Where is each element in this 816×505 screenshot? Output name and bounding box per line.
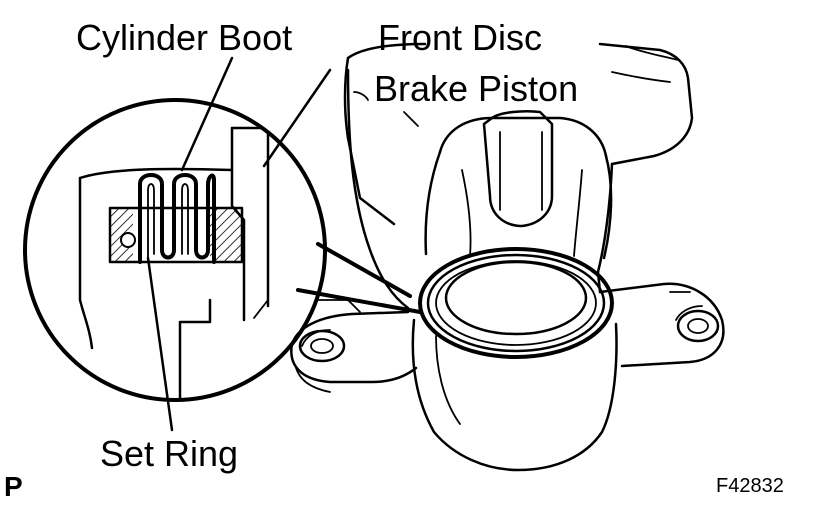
leader-set-ring [146,256,174,432]
label-set-ring: Set Ring [100,433,238,474]
leader-piston [262,68,332,168]
magnify-line-upper [316,242,412,298]
label-front-disc: Front Disc [378,17,542,58]
corner-mark: P [4,471,23,500]
figure-code: F42832 [716,475,784,497]
label-brake-piston: Brake Piston [374,68,578,109]
leader-cylinder-boot [180,56,234,172]
detail-circle [23,98,327,402]
magnify-line-lower [296,288,422,314]
label-cylinder-boot: Cylinder Boot [76,17,292,58]
caliper-body [290,42,725,472]
